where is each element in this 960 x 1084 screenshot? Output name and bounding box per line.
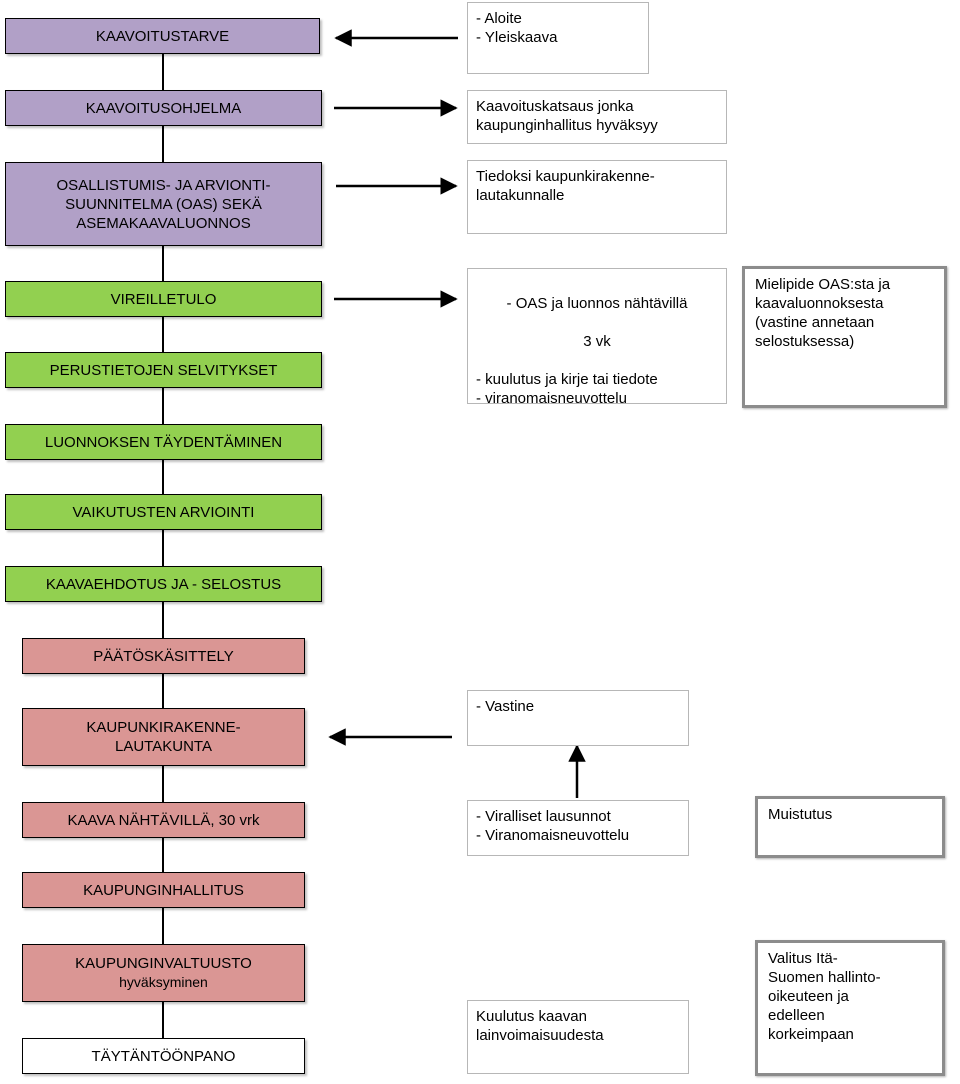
stage-vireilletulo: VIREILLETULO <box>5 281 322 317</box>
note-oas-nahtavilla-line2: 3 vk <box>583 333 611 350</box>
stage-vaikutusten-arviointi: VAIKUTUSTEN ARVIOINTI <box>5 494 322 530</box>
note-oas-nahtavilla-rest: - kuulutus ja kirje tai tiedote - virano… <box>476 371 658 407</box>
note-oas-nahtavilla-line1: - OAS ja luonnos nähtävillä <box>506 295 688 312</box>
side-note-muistutus: Muistutus <box>755 796 945 858</box>
stage-kaupunkirakennelautakunta: KAUPUNKIRAKENNE- LAUTAKUNTA <box>22 708 305 766</box>
stage-kaavoitusohjelma: KAAVOITUSOHJELMA <box>5 90 322 126</box>
note-aloite-yleiskaava: - Aloite - Yleiskaava <box>467 2 649 74</box>
note-oas-nahtavilla: - OAS ja luonnos nähtävillä 3 vk - kuulu… <box>467 268 727 407</box>
stage-kaava-nahtavilla: KAAVA NÄHTÄVILLÄ, 30 vrk <box>22 802 305 838</box>
stage-kaavaehdotus-ja-selostus: KAAVAEHDOTUS JA - SELOSTUS <box>5 566 322 602</box>
stage-luonnoksen-taydentaminen: LUONNOKSEN TÄYDENTÄMINEN <box>5 424 322 460</box>
stage-kaupunginhallitus: KAUPUNGINHALLITUS <box>22 872 305 908</box>
stage-perustietojen-selvitykset: PERUSTIETOJEN SELVITYKSET <box>5 352 322 388</box>
note-kuulutus-lainvoimaisuus: Kuulutus kaavan lainvoimaisuudesta <box>467 1000 689 1074</box>
side-note-mielipide: Mielipide OAS:sta ja kaavaluonnoksesta (… <box>742 266 947 408</box>
stage-kaupunginvaltuusto-label: KAUPUNGINVALTUUSTO <box>75 955 252 972</box>
stage-taytantoonpano: TÄYTÄNTÖÖNPANO <box>22 1038 305 1074</box>
side-note-valitus: Valitus Itä- Suomen hallinto- oikeuteen … <box>755 940 945 1076</box>
stage-paatoskasittely: PÄÄTÖSKÄSITTELY <box>22 638 305 674</box>
note-tiedoksi: Tiedoksi kaupunkirakenne- lautakunnalle <box>467 160 727 234</box>
stage-kaavoitustarve: KAAVOITUSTARVE <box>5 18 320 54</box>
note-vastine: - Vastine <box>467 690 689 746</box>
stage-osallistumis-arviointisuunnitelma: OSALLISTUMIS- JA ARVIONTI- SUUNNITELMA (… <box>5 162 322 246</box>
stage-kaupunginvaltuusto: KAUPUNGINVALTUUSTO hyväksyminen <box>22 944 305 1002</box>
note-lausunnot: - Viralliset lausunnot - Viranomaisneuvo… <box>467 800 689 856</box>
note-kaavoituskatsaus: Kaavoituskatsaus jonka kaupunginhallitus… <box>467 90 727 144</box>
stage-kaupunginvaltuusto-sublabel: hyväksyminen <box>119 974 208 990</box>
